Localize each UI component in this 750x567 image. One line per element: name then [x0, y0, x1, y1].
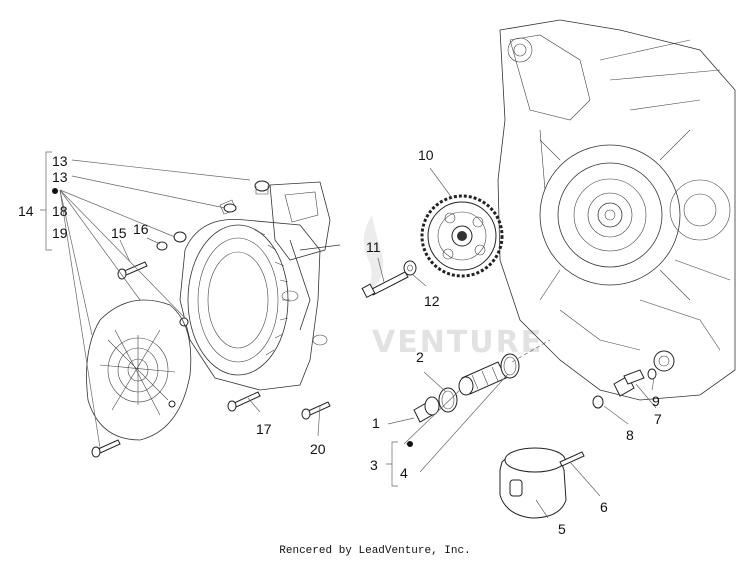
washer-part-16	[156, 231, 187, 251]
leader-lines	[40, 151, 657, 519]
callout-5: 5	[558, 521, 566, 537]
callout-16: 16	[133, 221, 149, 237]
assembly-dot-3	[407, 441, 413, 447]
o-ring-part-2	[438, 387, 458, 413]
callout-8: 8	[626, 427, 634, 443]
callout-18: 18	[52, 203, 68, 219]
assembly-dot-14	[52, 188, 58, 194]
callout-11: 11	[366, 239, 381, 255]
o-ring-part-4	[500, 353, 520, 379]
callout-14: 14	[18, 203, 34, 219]
callout-10: 10	[418, 147, 434, 163]
sensor-part-7	[613, 369, 645, 397]
screw-part-19	[91, 439, 121, 458]
callout-1: 1	[372, 415, 380, 431]
callout-13a: 13	[52, 153, 68, 169]
flywheel-housing	[179, 181, 341, 391]
washer-part-8	[592, 395, 604, 409]
callout-9: 9	[652, 393, 660, 409]
oil-filter-part-5	[499, 447, 567, 519]
washer-part-9	[647, 368, 657, 380]
stud-part-6	[559, 451, 585, 467]
spacer-part-13	[223, 203, 237, 213]
callout-7: 7	[654, 411, 662, 427]
washer-part-12	[403, 260, 417, 276]
callout-3: 3	[370, 457, 378, 473]
watermark-text: VENTURE	[372, 325, 543, 360]
callout-19: 19	[52, 225, 68, 241]
callout-6: 6	[600, 499, 608, 515]
screw-part-17	[227, 391, 261, 412]
strainer-part-4	[458, 361, 507, 396]
plug-part-1	[413, 396, 440, 423]
footer-credit: Rencered by LeadVenture, Inc.	[279, 545, 470, 557]
callout-4: 4	[400, 465, 408, 481]
sprocket-part-10	[420, 194, 504, 278]
callouts: 13 13 14 18 19 15 16 17 20 11 12 10 1 2 …	[18, 147, 662, 537]
screw-part-20	[301, 401, 331, 420]
bolt-part-15	[117, 261, 148, 280]
callout-20: 20	[310, 441, 326, 457]
fan-cover-part-19	[86, 299, 192, 441]
callout-15: 15	[111, 225, 127, 241]
bolt-part-11	[361, 271, 409, 298]
callout-12: 12	[424, 293, 440, 309]
callout-17: 17	[256, 421, 272, 437]
screw-part-13	[254, 180, 270, 195]
engine-case	[497, 19, 736, 401]
callout-2: 2	[416, 349, 424, 365]
callout-13b: 13	[52, 169, 68, 185]
